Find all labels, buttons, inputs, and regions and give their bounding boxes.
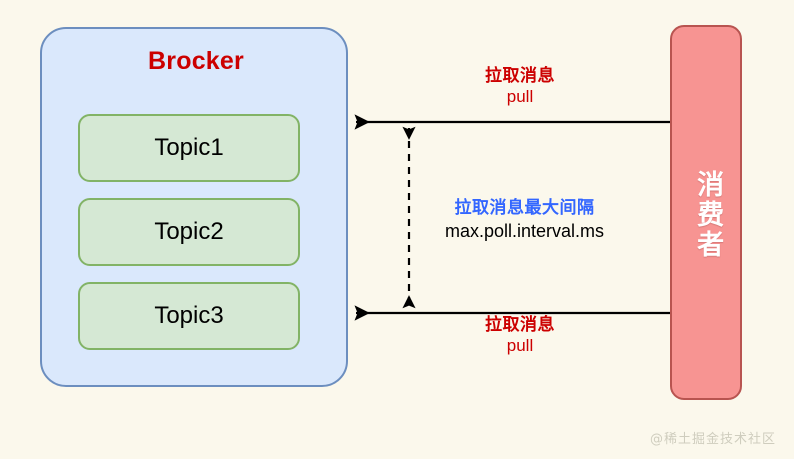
edge-label-pull-top-cn: 拉取消息 <box>485 66 555 85</box>
edge-label-pull-top: 拉取消息 pull <box>400 66 640 107</box>
edge-label-pull-top-en: pull <box>506 86 534 106</box>
topic-box-3[interactable]: Topic3 <box>78 282 300 350</box>
edge-label-pull-bottom-cn: 拉取消息 <box>485 315 555 334</box>
edge-label-pull-bottom-en: pull <box>506 335 534 355</box>
edge-label-poll-interval-cn: 拉取消息最大间隔 <box>454 198 595 217</box>
edge-label-poll-interval-en: max.poll.interval.ms <box>444 220 605 241</box>
edge-label-pull-bottom: 拉取消息 pull <box>400 315 640 356</box>
topic-label: Topic2 <box>154 218 224 245</box>
watermark: @稀土掘金技术社区 <box>649 432 776 447</box>
edge-label-poll-interval: 拉取消息最大间隔 max.poll.interval.ms <box>412 198 637 243</box>
broker-title: Brocker <box>148 47 244 75</box>
broker-container: Brocker Topic1 Topic2 Topic3 <box>40 27 348 387</box>
topic-label: Topic1 <box>154 134 224 161</box>
consumer-container: 消费者 <box>670 25 742 400</box>
consumer-label: 消费者 <box>693 169 724 260</box>
topic-box-2[interactable]: Topic2 <box>78 198 300 266</box>
topic-label: Topic3 <box>154 302 224 329</box>
topic-box-1[interactable]: Topic1 <box>78 114 300 182</box>
